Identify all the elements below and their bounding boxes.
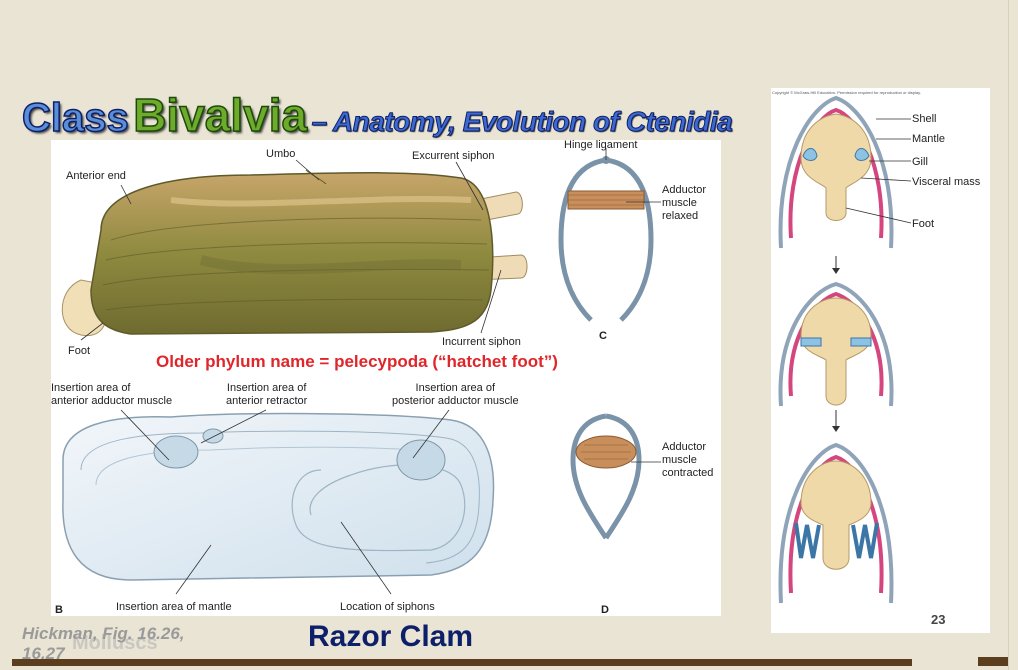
label-foot-evolution: Foot (912, 218, 935, 230)
footer-bar-end (978, 657, 1008, 666)
figure-letter-b: B (55, 604, 63, 616)
slide-title: Class Bivalvia – Anatomy, Evolution of C… (21, 88, 733, 142)
credit-line: 16.27 (22, 644, 65, 663)
label-line: Adductor (662, 184, 707, 196)
figure-letter-c: C (599, 330, 607, 342)
footer-bar (12, 659, 912, 666)
label-line: relaxed (662, 210, 699, 222)
label-line: Insertion area of (226, 382, 307, 394)
label-insertion-anterior-adductor: Insertion area of anterior adductor musc… (51, 382, 172, 408)
title-bivalvia-word: Bivalvia (132, 88, 308, 142)
label-foot: Foot (68, 345, 91, 357)
label-line: anterior adductor muscle (51, 395, 173, 407)
credit-line: Hickman, Fig. 16.26, (22, 624, 185, 643)
label-shell: Shell (912, 113, 937, 125)
label-line: muscle (662, 197, 697, 209)
label-adductor-relaxed: Adductor muscle relaxed (662, 184, 706, 223)
label-line: posterior adductor muscle (392, 395, 519, 407)
label-line: contracted (662, 467, 714, 479)
label-insertion-mantle: Insertion area of mantle (116, 601, 232, 613)
label-mantle: Mantle (912, 133, 946, 145)
label-location-siphons: Location of siphons (340, 601, 435, 613)
label-line: Insertion area of (415, 382, 496, 394)
razor-clam-external-illustration (61, 148, 661, 595)
title-class-word: Class (21, 95, 129, 141)
label-line: muscle (662, 454, 697, 466)
title-subtitle: – Anatomy, Evolution of Ctenidia (311, 106, 733, 138)
page-number: 23 (931, 612, 946, 627)
label-visceral-mass: Visceral mass (912, 176, 981, 188)
label-gill: Gill (912, 156, 928, 168)
figure-credit: Hickman, Fig. 16.26, 16.27 (22, 624, 185, 664)
label-line: Adductor (662, 441, 707, 453)
copyright-notice: Copyright © McGraw-Hill Education. Permi… (772, 90, 921, 95)
label-line: Insertion area of (51, 382, 131, 394)
older-phylum-note: Older phylum name = pelecypoda (“hatchet… (156, 352, 558, 371)
label-incurrent-siphon: Incurrent siphon (442, 336, 521, 348)
label-umbo: Umbo (266, 148, 296, 160)
ctenidia-evolution-illustration (778, 95, 912, 604)
razor-clam-caption: Razor Clam (308, 620, 474, 653)
label-adductor-contracted: Adductor muscle contracted (662, 441, 713, 480)
label-anterior-end: Anterior end (66, 170, 126, 182)
footer-ghost-text: Molluscs (72, 632, 158, 654)
label-hinge-ligament: Hinge ligament (564, 139, 638, 151)
figure-letter-d: D (601, 604, 609, 616)
label-line: anterior retractor (226, 395, 308, 407)
label-insertion-posterior-adductor: Insertion area of posterior adductor mus… (392, 382, 519, 408)
label-insertion-anterior-retractor: Insertion area of anterior retractor (226, 382, 307, 408)
label-excurrent-siphon: Excurrent siphon (412, 150, 495, 162)
